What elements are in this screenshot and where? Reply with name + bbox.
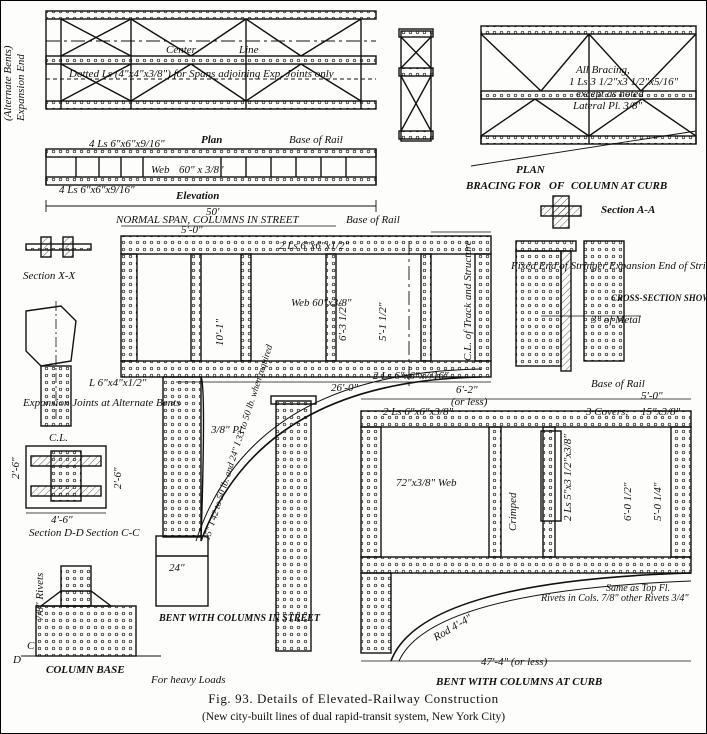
label-dim-47: 47'-4" (or less) [481,656,548,668]
label-plan-of: PLAN [516,164,546,176]
plan-view [45,10,377,110]
section-xx-detail [25,236,92,258]
label-rivets-78: 7/8" Rivets [34,573,46,621]
column-base [21,565,161,657]
label-dim-2-6a: 2'-6" [10,457,22,479]
label-base-rail-mid: Base of Rail [346,214,400,226]
stringer-connection [515,240,641,372]
label-dim-6-2: 6'-2" [456,384,478,396]
label-expansion-joints: Expansion Joints at Alternate Bents [22,397,180,409]
label-cover-size: 15"x3/8" [641,406,681,418]
label-angle-6x4: L 6"x4"x1/2" [88,377,147,389]
label-ls-5x3: 2 Ls 5"x3 1/2"x3/8" [562,434,574,521]
label-metal-3: 3" of Metal [590,314,641,326]
label-bracing-for: BRACING FOR [465,180,541,192]
label-except: except as noted [576,88,644,100]
label-base-rail-right: Base of Rail [591,378,645,390]
figure-caption-subtitle: (New city-built lines of dual rapid-tran… [201,711,506,723]
engineering-drawing: (Alternate Bents) Expansion End Center L… [2,10,706,688]
label-column-curb: COLUMN AT CURB [571,180,667,192]
label-base-rail-top: Base of Rail [289,134,343,146]
label-web: Web [151,164,170,176]
label-alt-bents: (Alternate Bents) [2,45,14,121]
label-bent-street: BENT WITH COLUMNS IN STREET [158,613,321,624]
label-bracing-size: 1 Ls 3 1/2"x3 1/2"x5/16" [569,76,679,88]
label-section-cc: Section C-C [86,527,140,539]
label-center: Center [166,44,197,56]
label-ls-6x6x7: 2 Ls 6"x6"x7/16" [373,370,449,382]
label-rod: Rod 4'-4" [431,612,475,644]
label-bottom-ls: 4 Ls 6"x6"x9/16" [59,184,135,196]
label-same-top: Same as Top Fl. [606,583,670,594]
curb-bracing-plan [470,25,697,167]
label-web-60-side: Web 60"x3/8" [291,297,352,309]
label-dim-10: 10'-1" [214,318,226,346]
label-expansion-end: Expansion End of Stringer [608,260,706,272]
label-pl-3-8: 3/8" Pl. [210,424,245,436]
elevation-view [45,148,377,212]
section-dd-cc [25,445,107,514]
curb-bent [360,398,692,662]
label-sec-c: C [27,640,35,652]
label-dim-5-1: 5'-1 1/2" [377,302,389,341]
label-top-ls: 4 Ls 6"x6"x9/16" [89,138,165,150]
label-dim-26: 26'-0" [331,382,359,394]
label-dim-6-3: 6'-3 1/2" [337,302,349,341]
label-line: Line [238,44,259,56]
figure-caption-title: Fig. 93. Details of Elevated-Railway Con… [208,691,499,706]
label-heavy-loads: For heavy Loads [150,674,226,686]
label-sec-d: D [12,654,21,666]
label-fixed-end: Fixed End of Stringer [510,260,607,272]
label-web-size: 60" x 3/8" [179,164,224,176]
label-exp-end: Expansion End [15,54,27,122]
label-dim-24: 24" [169,562,185,574]
label-rivets-note: Rivets in Cols. 7/8" other Rivets 3/4" [540,593,689,604]
label-ls-6x6: 2 Ls 6"x6"x1/2" [279,240,349,252]
label-plan: Plan [201,134,222,146]
label-ls-right-top: 2 Ls 6"x6"x3/8" [383,406,453,418]
label-cross-section: CROSS-SECTION SHOWING STRINGER CONNECTIO… [611,293,706,303]
normal-span-bent [120,225,492,386]
label-dim-2-6b: 2'-6" [112,467,124,489]
label-dim-5-01: 5'-0 1/4" [652,482,664,521]
label-all-bracing: All Bracing, [575,64,630,76]
label-web-72: 72"x3/8" Web [396,477,457,489]
label-crimped: Crimped [507,492,519,531]
label-dotted-ls: Dotted Ls (4"x4"x3/8") for Spans adjoini… [68,68,334,80]
label-section-aa: Section A-A [601,204,655,216]
label-cl-col: C.L. [49,432,68,444]
label-dim-5ft: 5'-0" [181,224,203,236]
label-dim-4-6: 4'-6" [51,514,73,526]
label-covers: 3 Covers, [585,406,628,418]
cross-frame-detail [398,28,434,142]
label-of: OF [549,180,565,192]
label-bent-curb: BENT WITH COLUMNS AT CURB [435,676,602,688]
label-column-base: COLUMN BASE [46,664,125,676]
label-elevation: Elevation [175,190,219,202]
label-or-less: (or less) [451,396,488,408]
label-span-50: 50' [206,206,220,218]
label-cl-track: C.L. of Track and Structure [462,240,474,361]
label-dim-5-0: 5'-0" [641,390,663,402]
label-dim-6-0: 6'-0 1/2" [622,482,634,521]
column-detail-middle [270,395,317,652]
label-normal-span: NORMAL SPAN, COLUMNS IN STREET [115,214,300,226]
label-section-xx: Section X-X [23,270,77,282]
section-aa-detail [540,195,582,229]
expansion-joint-column [25,301,77,427]
label-section-dd: Section D-D [29,527,84,539]
label-lateral: Lateral Pl. 3/8" [572,100,642,112]
